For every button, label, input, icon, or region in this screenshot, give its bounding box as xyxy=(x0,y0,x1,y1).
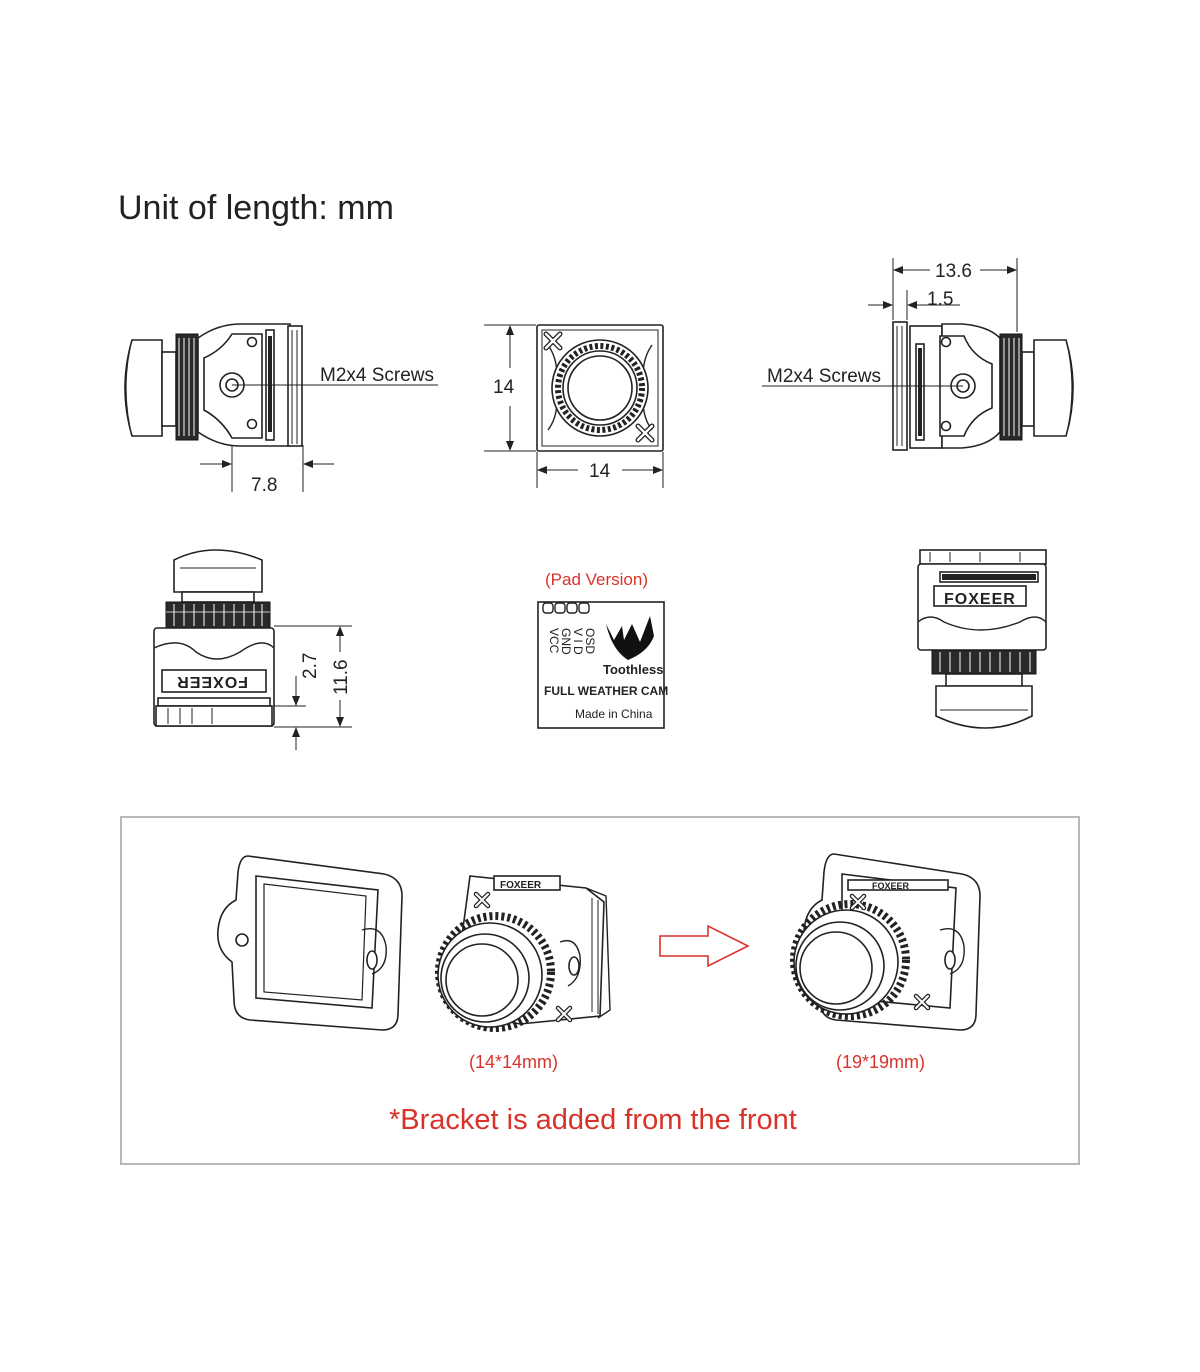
brand-logo-inverted: FOXEER xyxy=(176,673,248,690)
bracket-camera-brand-logo: FOXEER xyxy=(872,881,910,891)
brand-logo: FOXEER xyxy=(944,591,1016,608)
dimension-1-5: 1.5 xyxy=(927,289,953,310)
bracket-size-caption: (19*19mm) xyxy=(836,1052,925,1072)
screws-label-right: M2x4 Screws xyxy=(767,366,881,387)
bracket-info-frame xyxy=(120,816,1080,1165)
mount-hole-icon xyxy=(235,933,249,947)
bottom-view-left xyxy=(153,549,352,750)
camera-brand-logo: FOXEER xyxy=(500,880,542,891)
mount-hole-icon xyxy=(366,950,378,970)
bottom-view-right xyxy=(917,549,1047,729)
dimension-11-6: 11.6 xyxy=(331,659,352,695)
dimension-13-6: 13.6 xyxy=(935,261,972,282)
dimension-front-width: 14 xyxy=(589,461,611,482)
pin-gnd: GND xyxy=(559,628,573,655)
page-title: Unit of length: mm xyxy=(118,189,394,227)
side-view-left xyxy=(124,323,438,492)
side-view-right xyxy=(762,258,1074,451)
bat-logo-icon xyxy=(606,616,654,660)
pin-vid: V I D xyxy=(571,628,585,655)
pad-version-label xyxy=(537,601,665,729)
pin-osd: OSD xyxy=(583,628,597,654)
toothless-brand: Toothless xyxy=(603,662,663,677)
dimension-front-height: 14 xyxy=(493,377,515,398)
bracket-drawing xyxy=(216,855,403,1031)
camera-size-caption: (14*14mm) xyxy=(469,1052,558,1072)
screws-label-left: M2x4 Screws xyxy=(320,365,434,386)
dimension-2-7: 2.7 xyxy=(300,653,321,679)
pad-version-caption: (Pad Version) xyxy=(545,570,648,589)
pin-vcc: VCC xyxy=(547,628,561,654)
dimension-7-8: 7.8 xyxy=(251,475,277,496)
camera-drawing xyxy=(435,875,611,1032)
lens-ring-knurled xyxy=(165,601,271,629)
bracket-note: *Bracket is added from the front xyxy=(389,1104,797,1136)
front-view xyxy=(484,324,664,488)
arrow-right-icon xyxy=(659,924,750,968)
camera-with-bracket-drawing xyxy=(790,853,981,1031)
full-weather-cam-text: FULL WEATHER CAM xyxy=(544,684,668,698)
made-in-china-text: Made in China xyxy=(575,707,653,721)
